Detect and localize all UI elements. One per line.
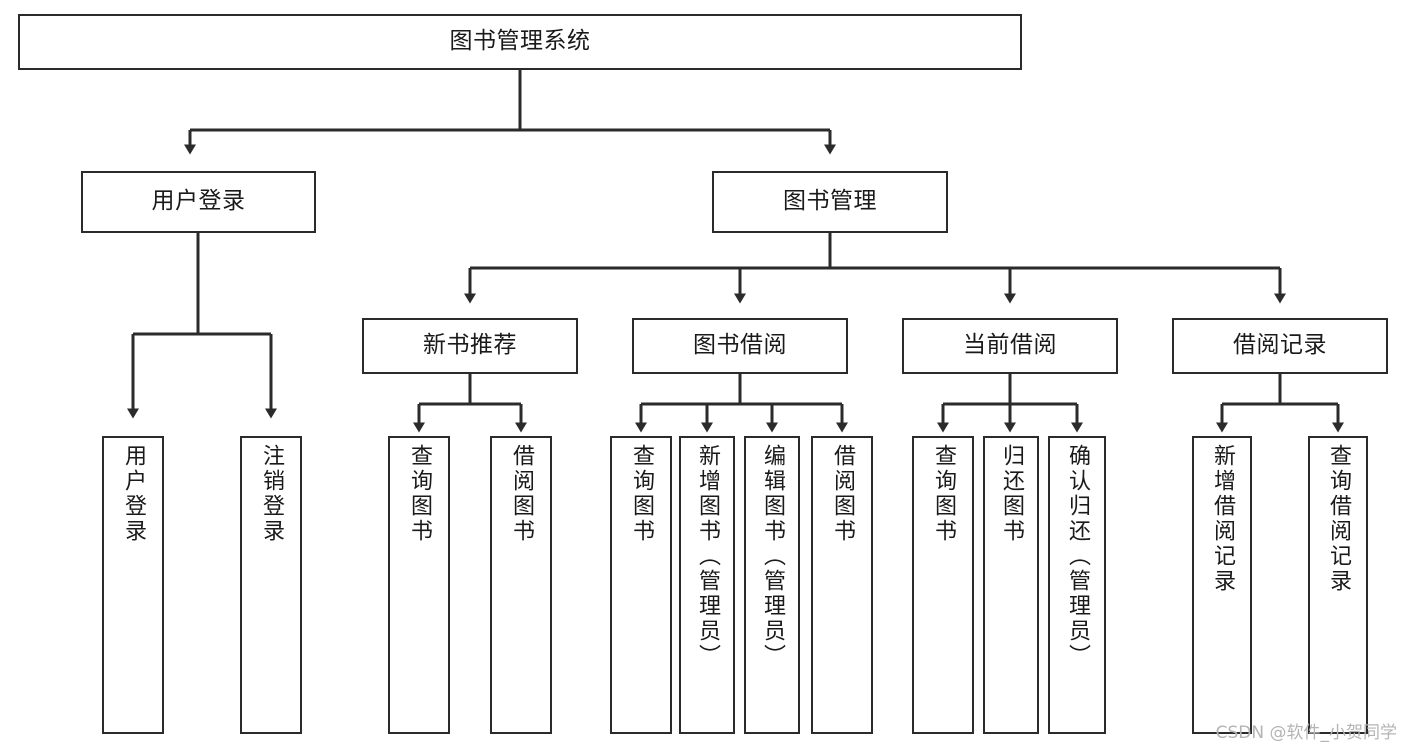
node-leaf-add-book-label: 新增图书（管理员）	[695, 444, 720, 669]
node-new-book-recommend-label: 新书推荐	[423, 332, 517, 359]
node-leaf-return-book[interactable]: 归还图书	[983, 436, 1039, 734]
node-leaf-edit-book[interactable]: 编辑图书（管理员）	[744, 436, 800, 734]
node-leaf-confirm-return-label: 确认归还（管理员）	[1065, 444, 1090, 669]
node-current-borrow[interactable]: 当前借阅	[902, 318, 1118, 374]
node-leaf-query-book-2[interactable]: 查询图书	[610, 436, 672, 734]
node-leaf-add-book[interactable]: 新增图书（管理员）	[679, 436, 735, 734]
node-borrow-record[interactable]: 借阅记录	[1172, 318, 1388, 374]
node-leaf-user-login[interactable]: 用户登录	[102, 436, 164, 734]
node-book-management-label: 图书管理	[783, 188, 877, 215]
node-root-label: 图书管理系统	[449, 28, 591, 55]
node-leaf-return-book-label: 归还图书	[999, 444, 1024, 544]
node-leaf-query-book-3[interactable]: 查询图书	[912, 436, 974, 734]
node-leaf-query-record[interactable]: 查询借阅记录	[1308, 436, 1368, 734]
node-book-borrow[interactable]: 图书借阅	[632, 318, 848, 374]
node-root[interactable]: 图书管理系统	[18, 14, 1022, 70]
node-leaf-user-login-label: 用户登录	[121, 444, 146, 544]
node-borrow-record-label: 借阅记录	[1233, 332, 1327, 359]
node-leaf-edit-book-label: 编辑图书（管理员）	[760, 444, 785, 669]
node-book-management[interactable]: 图书管理	[712, 171, 948, 233]
node-leaf-query-book-1-label: 查询图书	[407, 444, 432, 544]
node-leaf-borrow-book-1-label: 借阅图书	[509, 444, 534, 544]
node-leaf-borrow-book-2[interactable]: 借阅图书	[811, 436, 873, 734]
node-leaf-borrow-book-1[interactable]: 借阅图书	[490, 436, 552, 734]
node-leaf-user-logout[interactable]: 注销登录	[240, 436, 302, 734]
node-leaf-add-record[interactable]: 新增借阅记录	[1192, 436, 1252, 734]
node-leaf-user-logout-label: 注销登录	[259, 444, 284, 544]
node-user-login[interactable]: 用户登录	[81, 171, 316, 233]
node-leaf-query-book-3-label: 查询图书	[931, 444, 956, 544]
node-leaf-borrow-book-2-label: 借阅图书	[830, 444, 855, 544]
node-leaf-query-book-2-label: 查询图书	[629, 444, 654, 544]
watermark: CSDN @软件_小贺同学	[1215, 723, 1397, 743]
node-leaf-add-record-label: 新增借阅记录	[1210, 444, 1235, 594]
node-leaf-confirm-return[interactable]: 确认归还（管理员）	[1048, 436, 1106, 734]
node-leaf-query-book-1[interactable]: 查询图书	[388, 436, 450, 734]
node-user-login-label: 用户登录	[151, 188, 246, 215]
node-new-book-recommend[interactable]: 新书推荐	[362, 318, 578, 374]
node-leaf-query-record-label: 查询借阅记录	[1326, 444, 1351, 594]
node-current-borrow-label: 当前借阅	[963, 332, 1057, 359]
node-book-borrow-label: 图书借阅	[693, 332, 787, 359]
